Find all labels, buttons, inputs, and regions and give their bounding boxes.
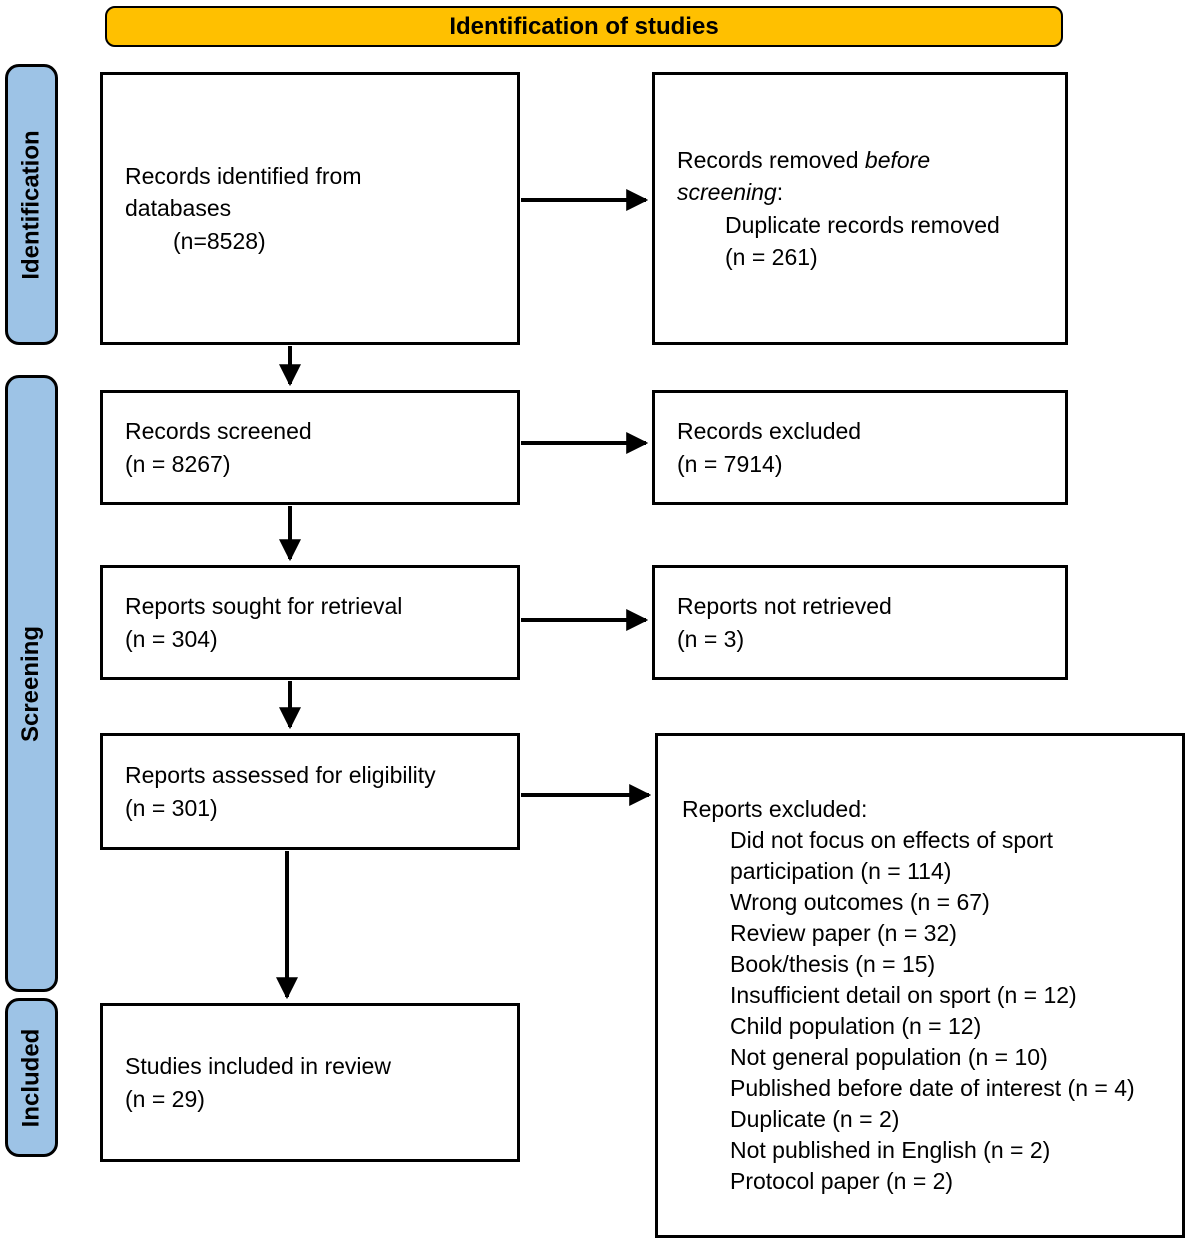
title-banner: Identification of studies — [105, 6, 1063, 47]
box-records-removed: Records removed before screening: Duplic… — [652, 72, 1068, 345]
stage-identification-label: Identification — [17, 129, 45, 280]
exclusion-reason: Protocol paper (n = 2) — [730, 1168, 954, 1194]
exclusion-reason: Not general population (n = 10) — [730, 1044, 1048, 1070]
exclusion-reason: Not published in English (n = 2) — [730, 1137, 1051, 1163]
records-removed-count: (n = 261) — [725, 243, 818, 270]
stage-identification: Identification — [5, 64, 58, 345]
reports-not-retrieved-label: Reports not retrieved — [677, 593, 892, 620]
box-reports-excluded: Reports excluded: Did not focus on effec… — [655, 733, 1185, 1238]
exclusion-reason: Book/thesis (n = 15) — [730, 951, 936, 977]
exclusion-reason: Insufficient detail on sport (n = 12) — [730, 982, 1077, 1008]
records-excluded-count: (n = 7914) — [677, 450, 783, 477]
reports-sought-count: (n = 304) — [125, 625, 218, 652]
exclusion-reason: Duplicate (n = 2) — [730, 1106, 900, 1132]
stage-screening-label: Screening — [17, 625, 45, 742]
stage-included-label: Included — [17, 1028, 45, 1127]
reports-not-retrieved-count: (n = 3) — [677, 625, 745, 652]
records-identified-count: (n=8528) — [173, 227, 266, 254]
exclusion-reason: Child population (n = 12) — [730, 1013, 982, 1039]
exclusion-reason: Did not focus on effects of sport partic… — [730, 827, 1054, 884]
records-screened-count: (n = 8267) — [125, 450, 231, 477]
box-records-identified: Records identified from databases (n=852… — [100, 72, 520, 345]
records-identified-line1: Records identified from — [125, 163, 362, 190]
reports-assessed-count: (n = 301) — [125, 794, 218, 821]
studies-included-label: Studies included in review — [125, 1053, 391, 1080]
stage-screening: Screening — [5, 375, 58, 992]
records-removed-line2: screening: — [677, 179, 784, 206]
studies-included-count: (n = 29) — [125, 1085, 205, 1112]
box-studies-included: Studies included in review (n = 29) — [100, 1003, 520, 1162]
box-reports-not-retrieved: Reports not retrieved (n = 3) — [652, 565, 1068, 680]
reports-excluded-heading: Reports excluded: — [682, 796, 868, 822]
records-removed-detail: Duplicate records removed — [725, 211, 1000, 238]
records-removed-line1: Records removed before — [677, 147, 931, 174]
reports-assessed-label: Reports assessed for eligibility — [125, 762, 436, 789]
diagram-title: Identification of studies — [449, 12, 719, 40]
box-reports-assessed: Reports assessed for eligibility (n = 30… — [100, 733, 520, 850]
stage-included: Included — [5, 998, 58, 1157]
exclusion-reason: Review paper (n = 32) — [730, 920, 957, 946]
box-records-excluded: Records excluded (n = 7914) — [652, 390, 1068, 505]
box-records-screened: Records screened (n = 8267) — [100, 390, 520, 505]
reports-sought-label: Reports sought for retrieval — [125, 593, 403, 620]
exclusion-reason: Wrong outcomes (n = 67) — [730, 889, 990, 915]
records-screened-label: Records screened — [125, 418, 312, 445]
exclusion-reason: Published before date of interest (n = 4… — [730, 1075, 1135, 1101]
records-identified-line2: databases — [125, 195, 232, 222]
records-excluded-label: Records excluded — [677, 418, 862, 445]
box-reports-sought: Reports sought for retrieval (n = 304) — [100, 565, 520, 680]
